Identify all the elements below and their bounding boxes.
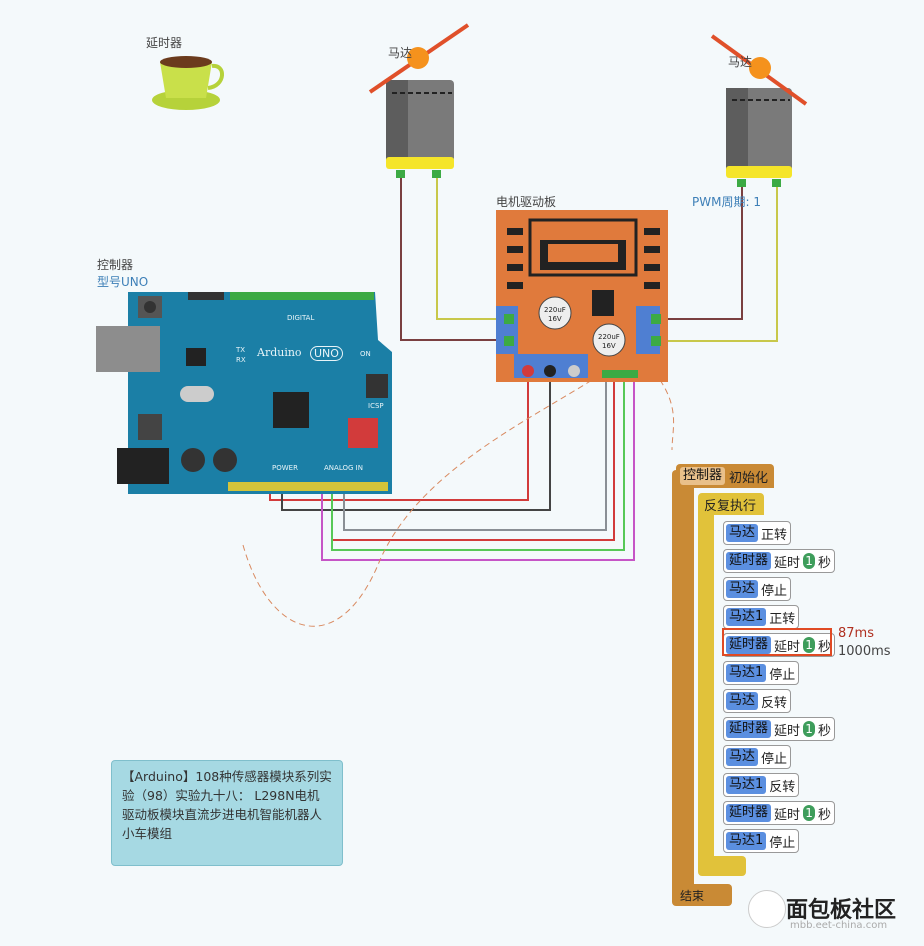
statement-text: 正转 — [761, 527, 788, 543]
wire-in3 — [331, 376, 625, 551]
wire-left-motor-a — [400, 176, 510, 341]
cap2-value: 220uF — [598, 333, 620, 341]
statement-text: 反转 — [769, 779, 796, 795]
wire-right-motor-a — [655, 184, 743, 320]
delay-unit: 秒 — [818, 807, 832, 823]
wire-right-motor-b — [655, 184, 778, 342]
uno-icsp-text: ICSP — [368, 402, 384, 410]
timer-label: 延时器 — [146, 36, 183, 50]
delay-value-field[interactable]: 1 — [803, 553, 816, 569]
statement-text: 延时 — [774, 639, 801, 655]
statement-tag: 马达1 — [726, 776, 767, 794]
wire-gnd-dark — [281, 376, 551, 511]
note-card[interactable]: 【Arduino】108种传感器模块系列实验（98）实验九十八： L298N电机… — [111, 760, 343, 866]
statement-block[interactable]: 马达正转 — [723, 521, 792, 545]
wire-in4 — [321, 376, 635, 561]
uno-on-text: ON — [360, 350, 371, 358]
uno-power-text: POWER — [272, 464, 298, 472]
motor-left-label: 马达 — [388, 46, 413, 60]
delay-unit: 秒 — [818, 723, 832, 739]
timing-elapsed: 87ms — [838, 626, 874, 641]
statement-tag: 马达1 — [726, 832, 767, 850]
statement-tag: 马达 — [726, 580, 759, 598]
wire-in1 — [343, 376, 607, 531]
cap2-voltage: 16V — [602, 342, 616, 350]
controller-end-block[interactable]: 结束 — [676, 884, 732, 906]
controller-init-tag: 控制器 — [680, 467, 726, 485]
motor-left-icon — [368, 23, 470, 178]
statement-tag: 延时器 — [726, 636, 772, 654]
statement-text: 停止 — [769, 835, 796, 851]
controller-label: 控制器 — [97, 258, 134, 272]
statement-text: 延时 — [774, 555, 801, 571]
uno-rx-text: RX — [236, 356, 246, 364]
loop-label: 反复执行 — [704, 498, 757, 514]
statement-text: 停止 — [761, 583, 788, 599]
uno-brand-text: Arduino — [257, 346, 302, 359]
delay-value-field[interactable]: 1 — [803, 805, 816, 821]
cap1-value: 220uF — [544, 306, 566, 314]
loop-block-footer — [698, 856, 746, 876]
statement-tag: 马达 — [726, 748, 759, 766]
statement-text: 停止 — [769, 667, 796, 683]
delay-unit: 秒 — [818, 555, 832, 571]
statement-tag: 马达1 — [726, 664, 767, 682]
delay-unit: 秒 — [818, 639, 832, 655]
driver-board-label: 电机驱动板 — [496, 195, 557, 209]
controller-model-label: 型号UNO — [97, 275, 149, 289]
loop-block-spine[interactable] — [698, 508, 714, 870]
statement-text: 停止 — [761, 751, 788, 767]
statement-tag: 马达 — [726, 692, 759, 710]
active-statement-highlight — [722, 628, 832, 656]
uno-digital-text: DIGITAL — [287, 314, 315, 322]
statement-tag: 延时器 — [726, 804, 772, 822]
motor-driver-board — [496, 210, 668, 382]
statement-tag: 马达1 — [726, 608, 767, 626]
motor-right-icon — [710, 34, 808, 187]
uno-analog-text: ANALOG IN — [324, 464, 363, 472]
statement-tag: 延时器 — [726, 720, 772, 738]
controller-init-block[interactable]: 控制器 初始化 — [676, 464, 775, 488]
dashed-guide-1 — [242, 374, 601, 627]
pwm-period-label: PWM周期: 1 — [692, 195, 761, 209]
statement-text: 反转 — [761, 695, 788, 711]
arduino-uno-board — [96, 292, 392, 494]
statement-tag: 延时器 — [726, 552, 772, 570]
motor-right-label: 马达 — [728, 55, 753, 69]
loop-block[interactable]: 反复执行 — [698, 493, 765, 515]
uno-tx-text: TX — [236, 346, 246, 354]
watermark-logo-icon — [748, 890, 786, 928]
statement-text: 正转 — [769, 611, 796, 627]
uno-model-text: UNO — [310, 346, 343, 361]
statement-block[interactable]: 马达停止 — [723, 745, 792, 769]
watermark-url: mbb.eet-china.com — [790, 920, 888, 931]
wire-left-motor-b — [436, 176, 510, 320]
dashed-guide-2 — [659, 379, 675, 451]
statement-text: 延时 — [774, 807, 801, 823]
watermark-text: 面包板社区 — [786, 898, 897, 923]
delay-value-field[interactable]: 1 — [803, 721, 816, 737]
controller-init-text: 初始化 — [729, 470, 769, 486]
end-label: 结束 — [680, 888, 705, 903]
statement-block[interactable]: 马达反转 — [723, 689, 792, 713]
controller-block-spine[interactable] — [672, 470, 694, 906]
statement-tag: 马达 — [726, 524, 759, 542]
statement-block[interactable]: 马达停止 — [723, 577, 792, 601]
timer-cup-icon — [152, 56, 224, 110]
statement-text: 延时 — [774, 723, 801, 739]
timing-total: 1000ms — [838, 644, 891, 659]
delay-value-field[interactable]: 1 — [803, 637, 816, 653]
cap1-voltage: 16V — [548, 315, 562, 323]
